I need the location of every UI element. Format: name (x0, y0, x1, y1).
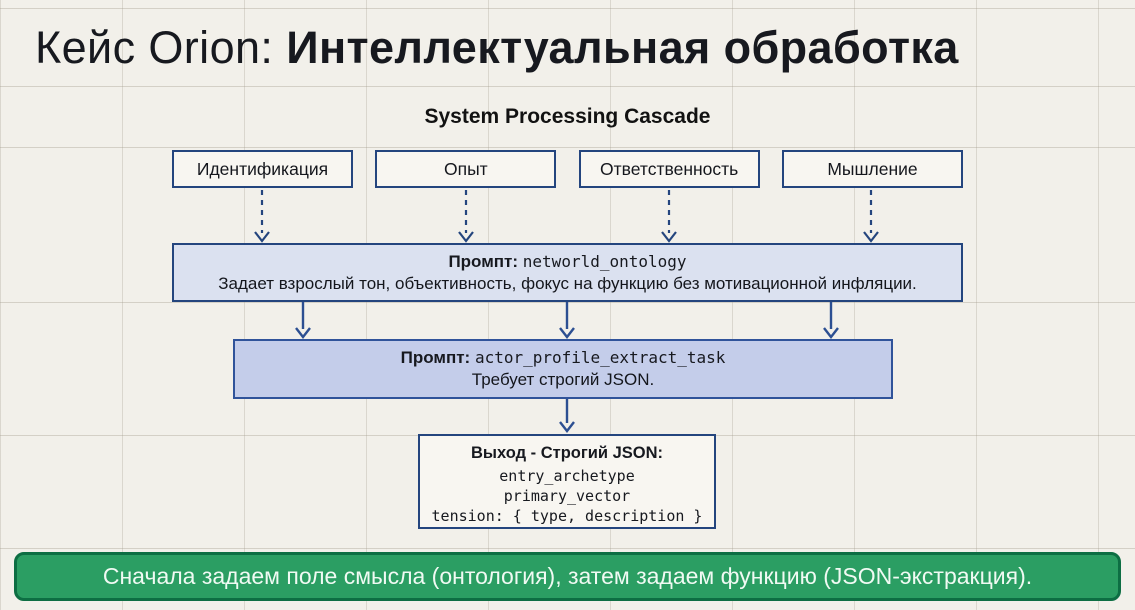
output-field-tension: tension: { type, description } (431, 507, 703, 525)
input-box-thinking: Мышление (781, 150, 963, 188)
arrowhead-icon (823, 327, 839, 339)
arrowhead-icon (863, 231, 879, 243)
page-title-emphasis: Интеллектуальная обработка (286, 22, 959, 73)
output-json-box: Выход - Строгий JSON: entry_archetype pr… (418, 434, 716, 529)
prompt-ontology-description: Задает взрослый тон, объективность, фоку… (218, 273, 917, 293)
page-title-prefix: Кейс Orion: (35, 22, 287, 73)
page-title: Кейс Orion: Интеллектуальная обработка (35, 22, 959, 74)
arrowhead-icon (559, 327, 575, 339)
output-box-title: Выход - Строгий JSON: (470, 444, 664, 462)
prompt-label: Промпт: (448, 251, 519, 271)
prompt-ontology-name: Промпт: networld_ontology (448, 252, 686, 272)
arrowhead-icon (559, 421, 575, 433)
output-field-primary-vector: primary_vector (503, 487, 631, 505)
arrowhead-icon (661, 231, 677, 243)
prompt-label: Промпт: (400, 348, 471, 367)
diagram-heading: System Processing Cascade (424, 105, 711, 128)
prompt-code: actor_profile_extract_task (474, 348, 726, 367)
input-box-experience: Опыт (375, 150, 557, 188)
prompt-extract-name: Промпт: actor_profile_extract_task (401, 348, 726, 368)
arrowhead-icon (458, 231, 474, 243)
prompt-extract-description: Требует строгий JSON. (471, 370, 655, 389)
input-boxes-row: Идентификация Опыт Ответственность Мышле… (172, 150, 963, 188)
arrowhead-icon (254, 231, 270, 243)
prompt-code: networld_ontology (522, 251, 687, 271)
prompt-box-extract-task: Промпт: actor_profile_extract_task Требу… (233, 339, 893, 399)
summary-banner: Сначала задаем поле смысла (онтология), … (14, 552, 1121, 601)
input-box-identification: Идентификация (172, 150, 353, 188)
arrowhead-icon (295, 327, 311, 339)
input-box-responsibility: Ответственность (578, 150, 760, 188)
output-field-entry-archetype: entry_archetype (499, 467, 635, 485)
prompt-box-ontology: Промпт: networld_ontology Задает взрослы… (172, 243, 963, 302)
